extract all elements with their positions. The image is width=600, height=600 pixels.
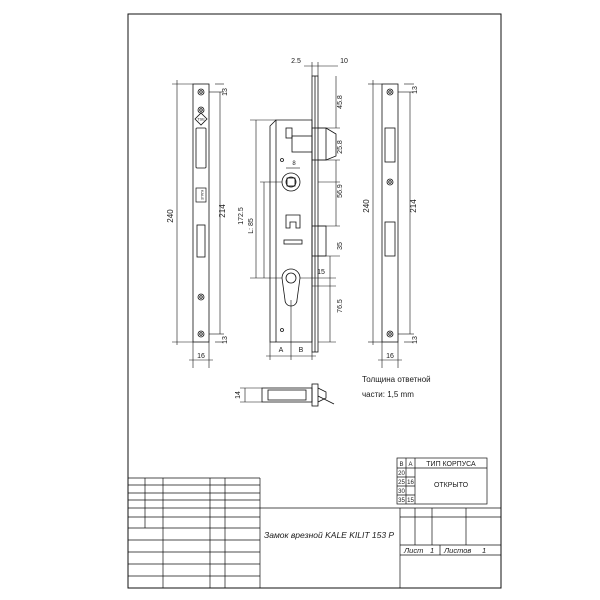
body-backset-a-label: A [279,347,284,354]
strike-pitch-label: 214 [409,199,418,213]
side-view [261,383,335,407]
spec-row-b: 25 [398,480,405,486]
body-top-gap-label: 2.5 [291,58,301,65]
badge-logo: TSE [194,112,208,126]
strike-bottom-end-label: 13 [412,336,419,344]
body-dimensions [250,62,340,360]
sheets-value: 1 [482,546,486,555]
body-backset-b-label: B [299,347,304,354]
drawing-title: Замок врезной KALE KILIT 153 P [264,530,394,540]
front-height-label: 240 [166,209,175,223]
side-thickness-label: 14 [235,391,242,399]
body-top-right-label: 10 [340,58,348,65]
strike-width-label: 16 [386,353,394,360]
body-latch-follower-label: 25.8 [337,140,344,154]
strike-dimensions [368,80,414,368]
body-bolt-cyl-label: 35 [337,242,344,250]
body-follower-size-label: 8 [292,161,296,167]
spec-row-b: 20 [398,471,405,477]
sheets-label: Листов [443,546,471,555]
front-top-end-label: 13 [222,88,229,96]
lock-body [269,75,337,353]
sheet-label: Лист [403,546,423,555]
spec-type-value: ОТКРЫТО [434,482,469,489]
sheet-value: 1 [430,546,434,555]
title-block [128,477,501,588]
body-cyl-bottom-label: 76.5 [337,299,344,313]
spec-row-a: 16 [407,480,414,486]
front-bottom-end-label: 13 [222,336,229,344]
kale-logo: KALE [195,187,207,203]
front-width-label: 16 [197,353,205,360]
strike-top-end-label: 13 [412,86,419,94]
front-dimensions [172,80,224,368]
body-follower-bolt-label: 56.9 [337,184,344,198]
strike-plate [381,83,399,343]
strike-thickness-note-line1: Толщина ответной [362,375,431,384]
body-bolt-throw-label: 15 [317,269,325,276]
spec-row-b: 30 [398,489,405,495]
body-height-label: 172.5 [238,207,245,225]
spec-row-b: 35 [398,498,405,504]
strike-height-label: 240 [362,199,371,213]
spec-row-a: 15 [407,498,414,504]
svg-text:TSE: TSE [197,117,205,122]
svg-text:KALE: KALE [200,190,205,201]
spec-col-a: A [408,462,412,468]
spec-type-header: ТИП КОРПУСА [426,461,476,468]
body-latch-height-label: 45.8 [337,95,344,109]
front-pitch-label: 214 [218,204,227,218]
body-center-distance-label: L: 85 [248,218,255,234]
sheet-frame [127,13,502,589]
spec-col-b: B [399,462,403,468]
side-dimensions [240,387,262,403]
strike-thickness-note-line2: части: 1,5 mm [362,390,414,399]
spec-table [396,457,488,505]
front-faceplate [192,83,210,343]
